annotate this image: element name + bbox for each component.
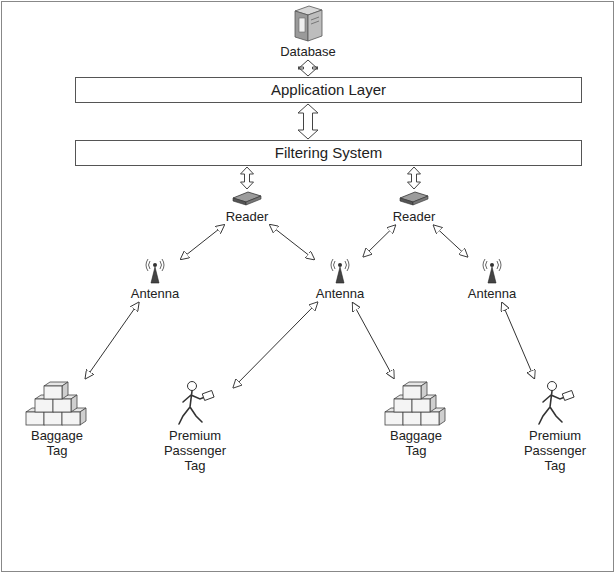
baggage-tag-node: Baggage Tag bbox=[383, 380, 449, 458]
node-label: Baggage Tag bbox=[384, 428, 448, 458]
hollow-arrow bbox=[241, 167, 254, 189]
node-label: Filtering System bbox=[275, 144, 383, 162]
passenger-icon bbox=[175, 380, 215, 426]
database-node: Database bbox=[280, 4, 336, 59]
node-label: Reader bbox=[393, 209, 436, 224]
antenna-node: Antenna bbox=[316, 258, 364, 301]
baggage-icon bbox=[383, 380, 449, 426]
reader-node: Reader bbox=[393, 190, 436, 224]
baggage-tag-node: Baggage Tag bbox=[24, 380, 90, 458]
node-label: Baggage Tag bbox=[25, 428, 89, 458]
baggage-icon bbox=[24, 380, 90, 426]
antenna-icon bbox=[481, 258, 503, 284]
node-label: Reader bbox=[226, 209, 269, 224]
node-label: Database bbox=[280, 44, 336, 59]
link-arrow bbox=[434, 225, 468, 256]
link-arrow bbox=[86, 303, 139, 379]
node-label: Antenna bbox=[468, 286, 516, 301]
passenger-icon bbox=[535, 380, 575, 426]
database-icon bbox=[291, 4, 325, 42]
link-arrow bbox=[353, 303, 394, 378]
antenna-node: Antenna bbox=[131, 258, 179, 301]
node-label: Antenna bbox=[316, 286, 364, 301]
passenger-tag-node: Premium Passenger Tag bbox=[518, 380, 592, 473]
passenger-tag-node: Premium Passenger Tag bbox=[158, 380, 232, 473]
reader-icon bbox=[398, 190, 430, 207]
antenna-icon bbox=[144, 258, 166, 284]
hollow-arrow bbox=[298, 60, 318, 76]
node-label: Premium Passenger Tag bbox=[518, 428, 592, 473]
reader-node: Reader bbox=[226, 190, 269, 224]
link-arrow bbox=[181, 225, 224, 259]
antenna-icon bbox=[329, 258, 351, 284]
layer-box: Application Layer bbox=[75, 77, 582, 103]
layer-box: Filtering System bbox=[75, 140, 582, 166]
node-label: Premium Passenger Tag bbox=[158, 428, 232, 473]
reader-icon bbox=[231, 190, 263, 207]
hollow-arrow bbox=[408, 167, 421, 189]
link-arrow bbox=[363, 225, 395, 256]
node-label: Application Layer bbox=[271, 81, 386, 99]
hollow-arrow bbox=[298, 104, 318, 139]
link-arrow bbox=[233, 302, 317, 387]
node-label: Antenna bbox=[131, 286, 179, 301]
link-arrow bbox=[270, 225, 314, 260]
link-arrow bbox=[502, 303, 534, 378]
antenna-node: Antenna bbox=[468, 258, 516, 301]
